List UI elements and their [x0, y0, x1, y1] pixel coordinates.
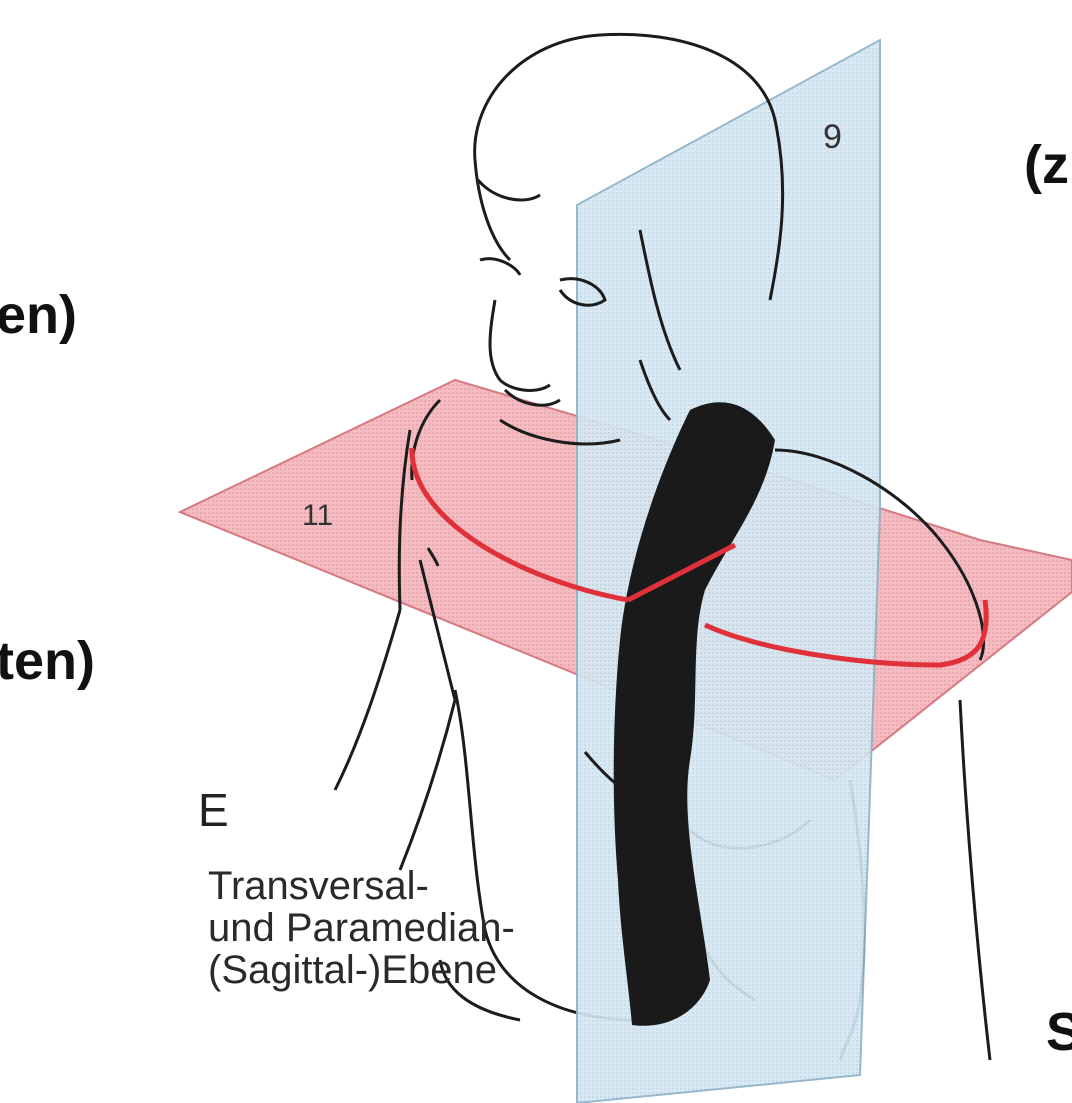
figure-letter: E: [198, 783, 229, 837]
cropped-label-left-bottom: ten): [0, 634, 95, 688]
figure-caption: Transversal- und Paramedian- (Sagittal-)…: [208, 865, 515, 991]
left-arm: [335, 610, 455, 870]
caption-line-3: (Sagittal-)Ebene: [208, 949, 515, 991]
caption-line-1: Transversal-: [208, 865, 515, 907]
cropped-label-right-top: (z: [1024, 138, 1069, 192]
cropped-label-right-bottom: S: [1046, 1005, 1072, 1059]
sagittal-plane-number: 9: [823, 118, 842, 156]
caption-line-2: und Paramedian-: [208, 907, 515, 949]
sagittal-plane: [577, 40, 880, 1103]
cropped-label-left-top: en): [0, 288, 77, 342]
transversal-plane-number: 11: [302, 499, 333, 532]
